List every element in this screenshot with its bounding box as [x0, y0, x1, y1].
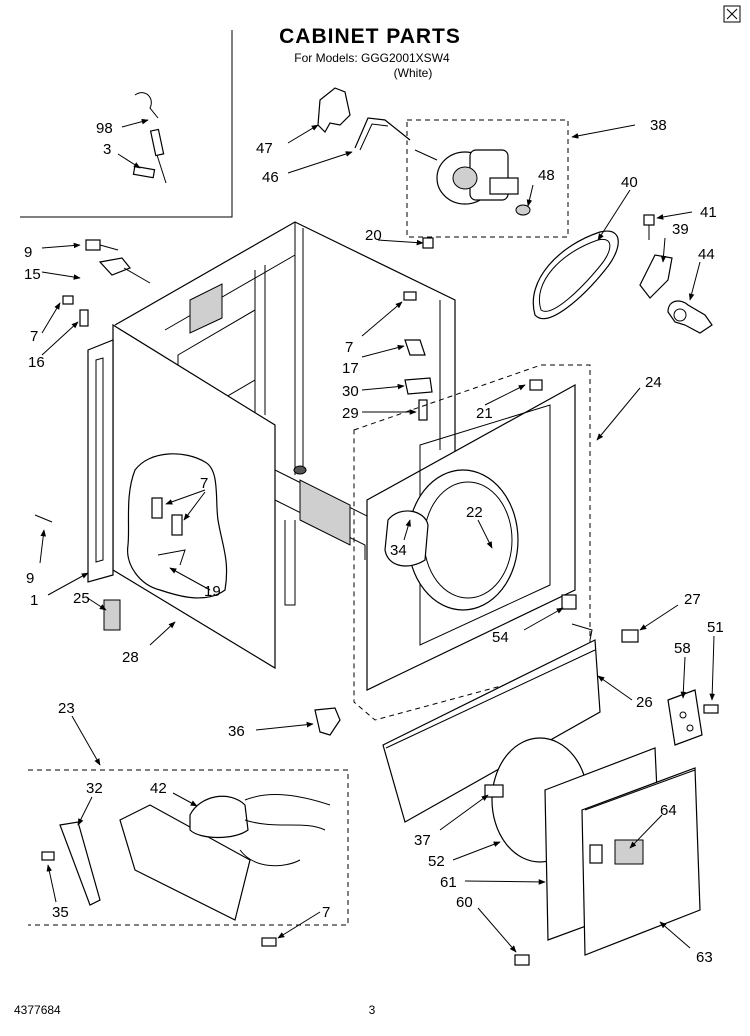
callout-24: 24 [645, 374, 662, 391]
page-number: 3 [369, 1003, 376, 1017]
callout-35: 35 [52, 904, 69, 921]
callout-22: 22 [466, 504, 483, 521]
callout-44: 44 [698, 246, 715, 263]
callout-26: 26 [636, 694, 653, 711]
callout-38: 38 [650, 117, 667, 134]
callout-41: 41 [700, 204, 717, 221]
idler-parts [639, 214, 713, 334]
callout-37: 37 [414, 832, 431, 849]
callout-52: 52 [428, 853, 445, 870]
sheet-corner-icon [723, 5, 741, 23]
callout-7-bottom: 7 [322, 904, 330, 921]
front-panel-assembly [353, 364, 591, 721]
callout-16: 16 [28, 354, 45, 371]
callout-46: 46 [262, 169, 279, 186]
callout-3: 3 [103, 141, 111, 158]
page-title: CABINET PARTS [279, 25, 461, 48]
callout-98: 98 [96, 120, 113, 137]
callout-17: 17 [342, 360, 359, 377]
callout-64: 64 [660, 802, 677, 819]
motor-assembly [406, 119, 569, 238]
clip-36 [314, 707, 341, 736]
cabinet-side-panel [34, 323, 276, 670]
drive-belt [532, 230, 619, 320]
callout-60: 60 [456, 894, 473, 911]
left-hardware [62, 239, 131, 327]
model-subtitle: For Models: GGG2001XSW4 [294, 51, 450, 65]
callout-20: 20 [365, 227, 382, 244]
door-hinge [667, 689, 719, 746]
callout-51: 51 [707, 619, 724, 636]
callout-25: 25 [73, 590, 90, 607]
document-number: 4377684 [14, 1003, 61, 1017]
callout-7-mid: 7 [345, 339, 353, 356]
callout-36: 36 [228, 723, 245, 740]
leader-lines [39, 118, 715, 953]
model-color-variant: (White) [394, 66, 433, 80]
callout-29: 29 [342, 405, 359, 422]
callout-63: 63 [696, 949, 713, 966]
burner-assembly [28, 769, 349, 947]
terminal-inset-box [20, 30, 233, 218]
motor-bracket-parts [317, 87, 411, 151]
callout-61: 61 [440, 874, 457, 891]
callout-48: 48 [538, 167, 555, 184]
callout-15: 15 [24, 266, 41, 283]
callout-34: 34 [390, 542, 407, 559]
callout-7-left: 7 [30, 328, 38, 345]
toe-panel [382, 623, 639, 823]
callout-39: 39 [672, 221, 689, 238]
callout-1: 1 [30, 592, 38, 609]
callout-42: 42 [150, 780, 167, 797]
callout-7-inset: 7 [200, 475, 208, 492]
callout-labels: 98 3 47 46 38 48 40 41 39 44 9 15 7 16 2… [24, 117, 724, 966]
callout-9-bottom: 9 [26, 570, 34, 587]
callout-27: 27 [684, 591, 701, 608]
callout-54: 54 [492, 629, 509, 646]
switch-37 [484, 784, 504, 798]
callout-28: 28 [122, 649, 139, 666]
top-clip-parts [403, 237, 434, 421]
callout-32: 32 [86, 780, 103, 797]
callout-23: 23 [58, 700, 75, 717]
callout-9-top: 9 [24, 244, 32, 261]
callout-58: 58 [674, 640, 691, 657]
callout-19: 19 [204, 583, 221, 600]
callout-40: 40 [621, 174, 638, 191]
callout-21: 21 [476, 405, 493, 422]
door-assembly [491, 737, 701, 966]
callout-47: 47 [256, 140, 273, 157]
callout-30: 30 [342, 383, 359, 400]
